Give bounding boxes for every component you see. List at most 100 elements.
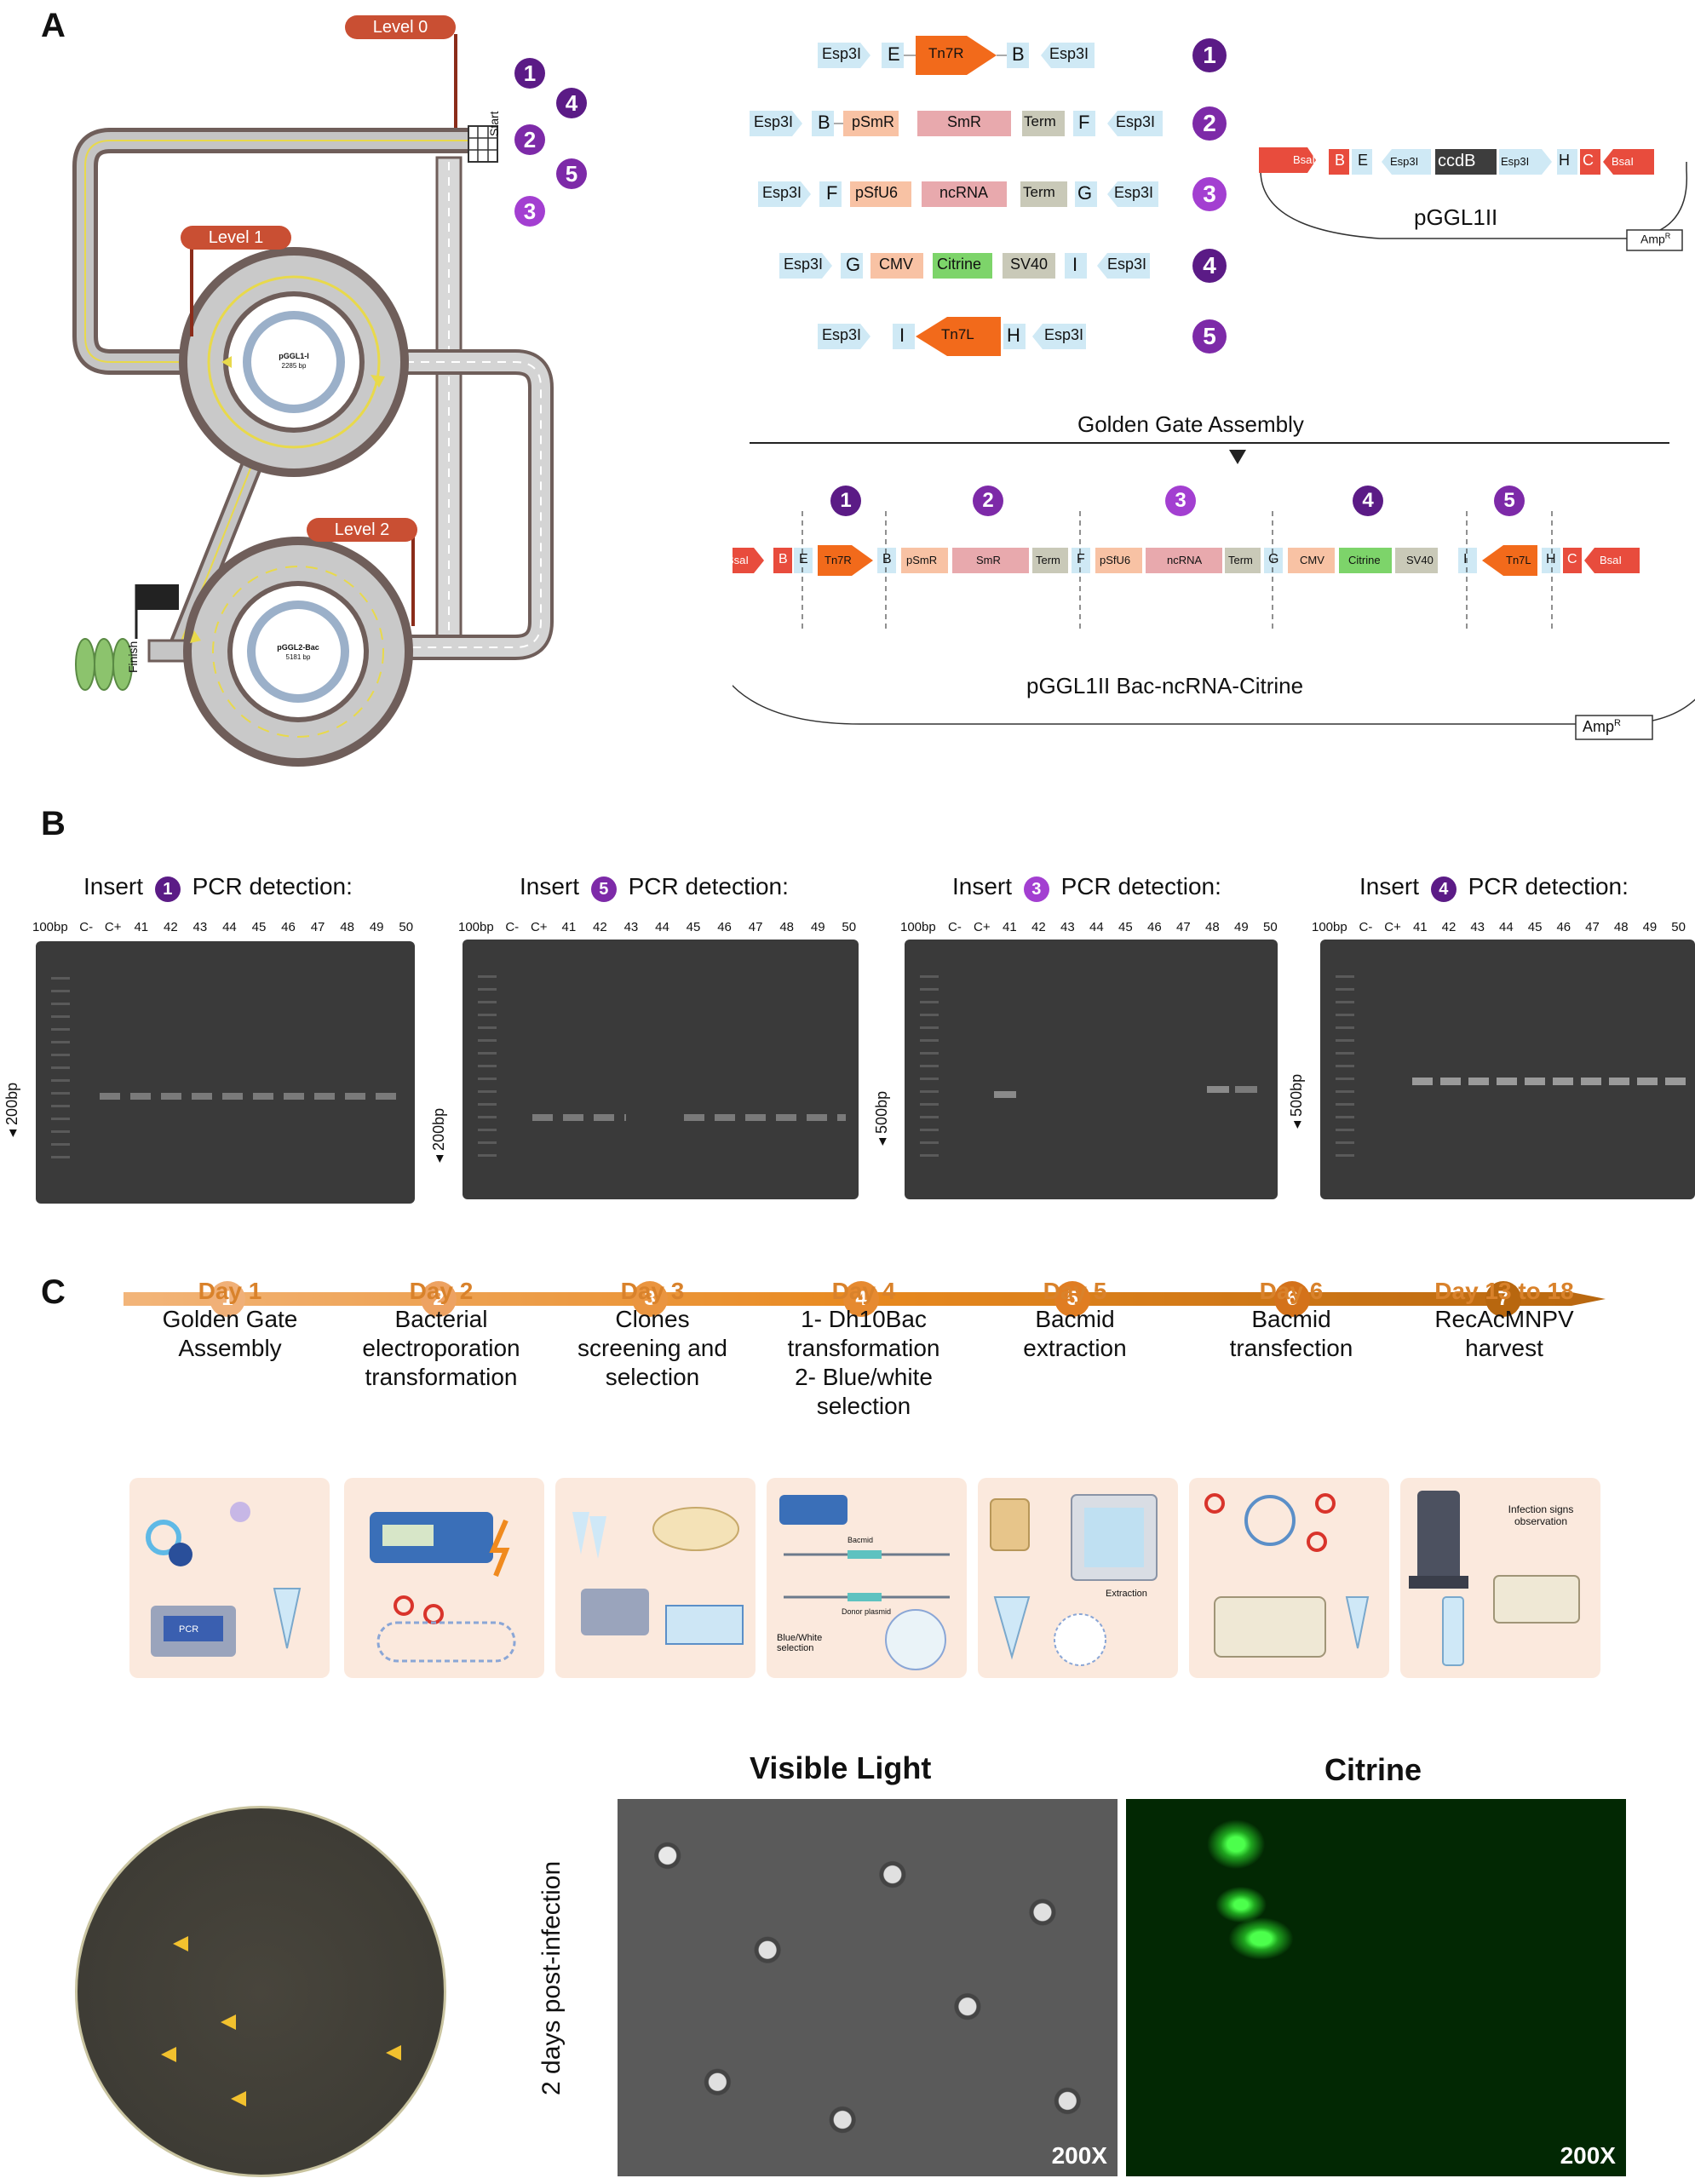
assembly-amp: AmpR xyxy=(1583,718,1621,735)
part3-el2: ncRNA xyxy=(939,184,989,201)
pcr-machine-icon xyxy=(146,1502,302,1657)
asm-el-bsai-r: BsaI xyxy=(1600,554,1623,566)
timeline-step-6-circle: 6 xyxy=(1274,1281,1310,1317)
citrine-magnification: 200X xyxy=(1560,2142,1616,2169)
visible-light-title: Visible Light xyxy=(750,1750,932,1785)
level-1-tag: Level 1 xyxy=(181,226,291,250)
gel-3-title: Insert 3 PCR detection: xyxy=(952,873,1221,902)
part3-el1: pSfU6 xyxy=(855,184,899,201)
track-badge-3: 3 xyxy=(514,196,545,227)
part5-element: Tn7L xyxy=(941,326,974,342)
timeline-step-5-circle: 5 xyxy=(1054,1281,1090,1317)
track-badge-1: 1 xyxy=(514,58,545,89)
step-4-day: Day 4 xyxy=(831,1278,896,1304)
backbone-name: pGGL1II xyxy=(1414,204,1498,230)
part-4-row xyxy=(779,253,1150,279)
gel-1-marker: ◂ 200bp xyxy=(3,1082,20,1137)
panel-label-b: B xyxy=(41,805,66,842)
backbone-e: E xyxy=(1358,152,1369,169)
plasmid2-size: 5181 bp xyxy=(285,653,311,661)
illustration-day4: Bacmid Donor plasmid Blue/White selectio… xyxy=(767,1478,967,1678)
assembly-badge-1: 1 xyxy=(830,486,861,516)
backbone-esp-left: Esp3I xyxy=(1390,155,1419,168)
gel-4-marker: ◂ 500bp xyxy=(1288,1073,1305,1129)
gel-3-insert-badge: 3 xyxy=(1023,876,1049,902)
part2-oh1: B xyxy=(818,112,830,133)
gel-2-marker: ◂ 200bp xyxy=(430,1107,447,1163)
assembly-badge-2: 2 xyxy=(973,486,1003,516)
timeline-step-1-circle: 1 xyxy=(210,1281,245,1317)
colony-arrow-icon xyxy=(386,2045,401,2060)
part-3-row xyxy=(758,181,1158,207)
asm-el-bsai-l: BsaI xyxy=(727,554,750,566)
gel-4-image xyxy=(1320,940,1695,1199)
backbone-bsai-right: BsaI xyxy=(1612,155,1635,168)
side-label: 2 days post-infection xyxy=(537,1860,566,2095)
step-2-day: Day 2 xyxy=(409,1278,474,1304)
part4-el3: SV40 xyxy=(1010,256,1049,273)
bacmid-transformation-icon xyxy=(779,1495,950,1670)
part3-right-site: Esp3I xyxy=(1114,184,1154,201)
timeline-step-4-circle: 4 xyxy=(843,1281,879,1317)
illustration-day1: PCR xyxy=(129,1478,330,1678)
electroporator-icon xyxy=(370,1512,516,1663)
asm-el-psmr: pSmR xyxy=(906,554,938,566)
timeline-step-7: Day 13 to 18 RecAcMNPV harvest xyxy=(1393,1278,1615,1363)
step-5-day: Day 5 xyxy=(1043,1278,1107,1304)
agar-plate-photo xyxy=(75,1806,446,2177)
assembly-name: pGGL1II Bac-ncRNA-Citrine xyxy=(1026,673,1304,698)
panel-label-c: C xyxy=(41,1273,66,1311)
asm-el-tn7l: Tn7L xyxy=(1506,554,1531,566)
backbone-amp: AmpR xyxy=(1640,232,1671,246)
asm-el-ncrna: ncRNA xyxy=(1167,554,1203,566)
asm-el-citrine: Citrine xyxy=(1348,554,1381,566)
part1-left-site: Esp3I xyxy=(822,45,862,62)
asm-el-b1: B xyxy=(779,552,788,566)
colony-arrow-icon xyxy=(161,2047,176,2062)
backbone-bsai-left: BsaI xyxy=(1293,153,1316,166)
track-badge-2: 2 xyxy=(514,124,545,155)
backbone-ccdb: ccdB xyxy=(1438,152,1476,170)
microscope-icon xyxy=(1409,1491,1580,1666)
gel-1-image xyxy=(36,941,415,1204)
asm-el-f: F xyxy=(1077,552,1085,566)
part1-oh2: B xyxy=(1012,43,1025,65)
extraction-label: Extraction xyxy=(1106,1589,1147,1599)
assembly-construct xyxy=(733,511,1695,740)
part-badge-5: 5 xyxy=(1192,319,1227,353)
part2-oh2: F xyxy=(1078,112,1090,133)
part-badge-1: 1 xyxy=(1192,38,1227,72)
part5-right-site: Esp3I xyxy=(1044,326,1084,343)
bluewhite-label: Blue/White selection xyxy=(777,1633,823,1653)
asm-el-sv40: SV40 xyxy=(1406,554,1434,566)
transfection-plate-icon xyxy=(1204,1493,1370,1658)
part1-element: Tn7R xyxy=(928,45,964,61)
bacmid-label: Bacmid xyxy=(848,1536,874,1544)
part3-oh2: G xyxy=(1077,182,1093,204)
part2-el3: Term xyxy=(1024,113,1056,129)
bacmid-extraction-icon xyxy=(990,1494,1158,1666)
part3-oh1: F xyxy=(826,182,838,204)
part1-right-site: Esp3I xyxy=(1049,45,1089,62)
timeline-step-3-circle: 3 xyxy=(632,1281,668,1317)
visible-magnification: 200X xyxy=(1051,2142,1107,2169)
gel-4-title: Insert 4 PCR detection: xyxy=(1359,873,1629,902)
gel-1-insert-badge: 1 xyxy=(154,876,181,902)
illustration-day7: Infection signs observation xyxy=(1400,1478,1600,1678)
plasmid1-name: pGGL1-I xyxy=(279,352,309,360)
part5-oh2: H xyxy=(1007,325,1020,346)
donor-label: Donor plasmid xyxy=(842,1607,892,1616)
colony-arrow-icon xyxy=(221,2014,236,2030)
assembly-badge-4: 4 xyxy=(1353,486,1383,516)
part-badge-2: 2 xyxy=(1192,106,1227,141)
backbone-b: B xyxy=(1335,152,1346,169)
part-badge-3: 3 xyxy=(1192,177,1227,211)
illustration-day6 xyxy=(1189,1478,1389,1678)
part-5-row xyxy=(818,317,1086,356)
finish-label: Finish xyxy=(126,641,140,673)
asm-el-e: E xyxy=(799,552,808,566)
timeline-step-4: Day 4 1- Dh10Bac transformation 2- Blue/… xyxy=(753,1278,974,1421)
start-label: Start xyxy=(487,111,501,136)
